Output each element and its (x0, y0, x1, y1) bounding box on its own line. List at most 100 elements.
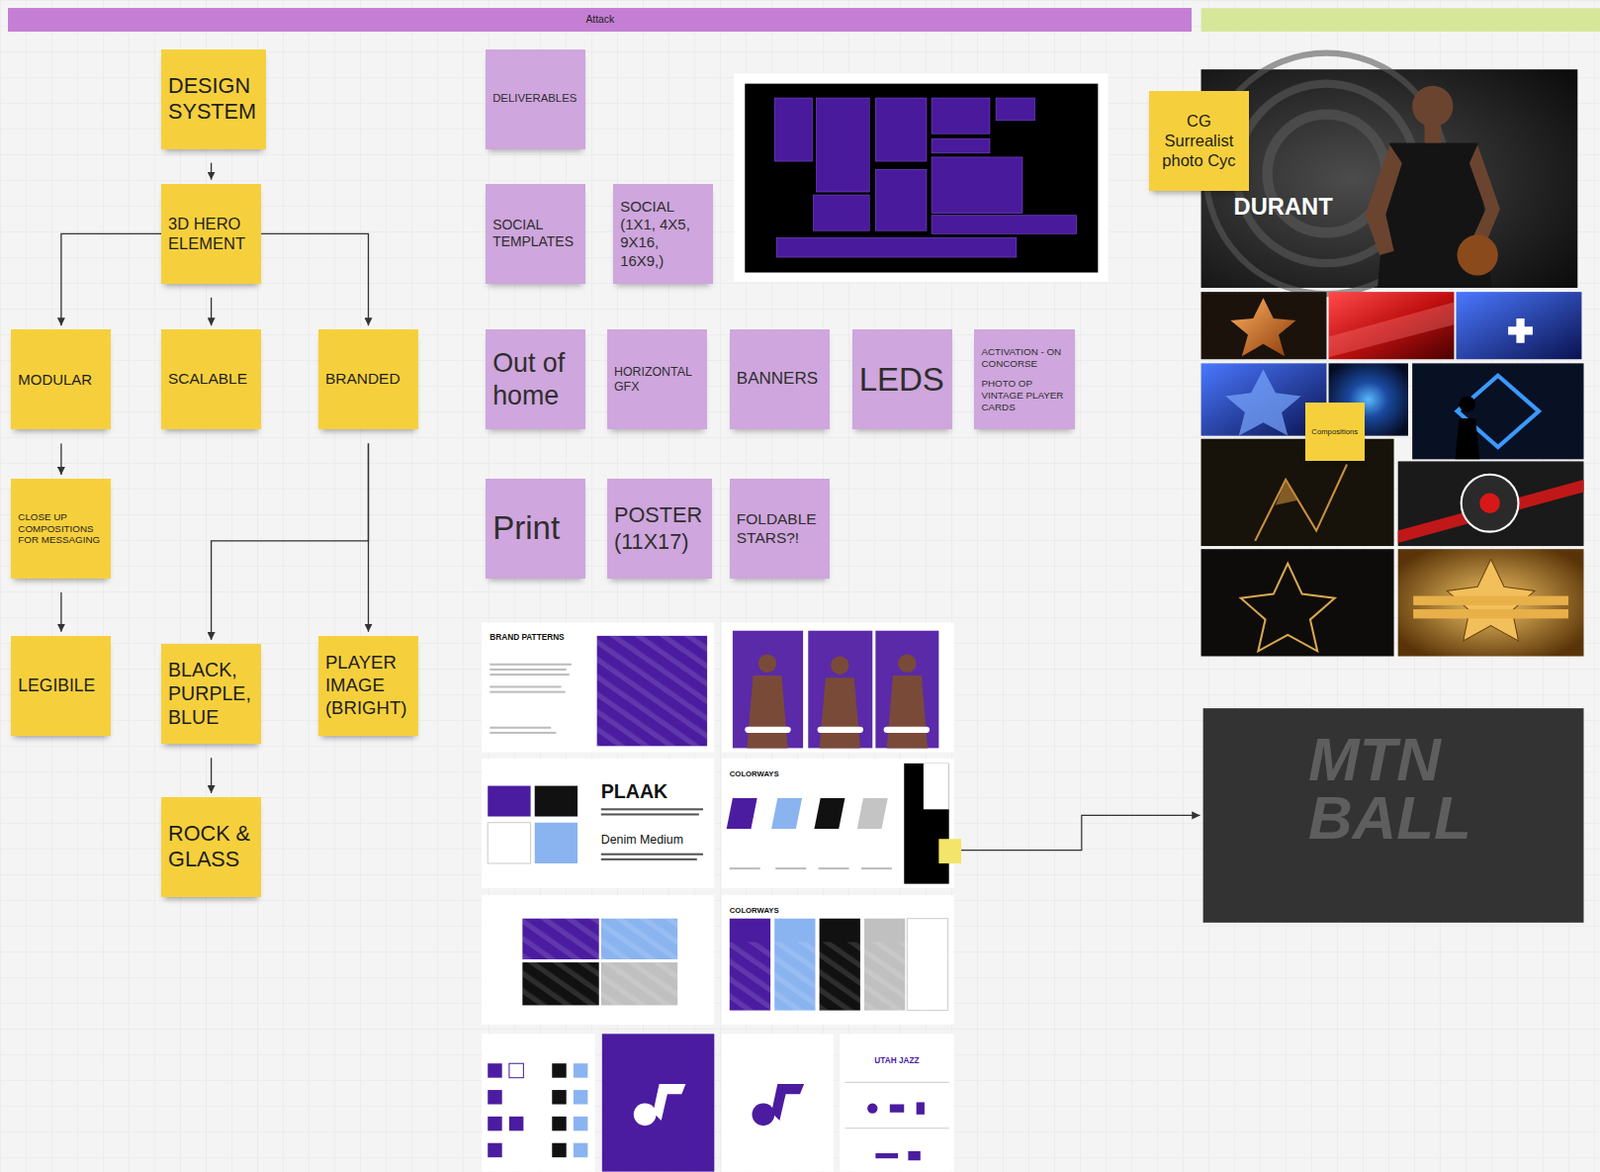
screen-mockup (931, 215, 1077, 235)
image-label: BRAND PATTERNS (489, 632, 564, 642)
brand-guide-slides (903, 763, 949, 885)
note-text: LEDS (859, 359, 946, 400)
brand-guide-slides (487, 1143, 502, 1157)
flow-arrow (261, 233, 368, 326)
brand-guide-slides (487, 1063, 524, 1157)
sticky-note: Out of home (485, 329, 586, 430)
brand-guide-slides (481, 622, 714, 752)
brand-guide-slides (481, 894, 714, 1025)
photo-collage (1457, 375, 1540, 447)
moodboard-art (481, 7, 1600, 1171)
flow-arrow (210, 163, 212, 180)
brand-guide-slides (601, 807, 704, 810)
photo-collage (1254, 464, 1347, 541)
note-text: 3D HERO ELEMENT (168, 213, 255, 254)
brand-guide-slides (721, 622, 955, 752)
brand-guide-slides (729, 941, 949, 1010)
brand-guide-slides (481, 758, 714, 889)
note-text: LEGIBILE (17, 675, 104, 697)
sticky-note: FOLDABLE STARS?! (729, 478, 830, 579)
note-text: SOCIAL TEMPLATES (492, 216, 579, 251)
brand-guide-slides (573, 1143, 588, 1157)
sticky-note: CLOSE UP COMPOSITIONS FOR MESSAGING (10, 478, 111, 579)
screen-mockup (931, 157, 1023, 214)
screen-mockup (774, 97, 812, 162)
brand-guide-slides (597, 635, 708, 746)
brand-guide-slides (771, 798, 802, 829)
brand-guide-slides (875, 1153, 898, 1158)
brand-guide-slides (923, 763, 950, 809)
screen-mockup (931, 97, 990, 134)
brand-guide-slides (633, 1102, 657, 1126)
note-text: Compositions (1311, 427, 1358, 437)
brand-guide-slides (551, 1143, 566, 1157)
brand-guide-slides (721, 1033, 835, 1171)
photo-collage (1398, 460, 1585, 546)
brand-guide-slides (744, 726, 791, 733)
screen-mockup (875, 97, 927, 162)
brand-guide-slides (601, 962, 678, 1005)
brand-guide-slides (897, 653, 917, 673)
photo-collage (1201, 69, 1579, 288)
sticky-note: 3D HERO ELEMENT (161, 183, 262, 284)
brand-guide-slides (916, 1101, 925, 1114)
photo-collage (1201, 548, 1395, 656)
note-text: PHOTO OP VINTAGE PLAYER CARDS (980, 377, 1067, 414)
photo-collage (1413, 609, 1569, 619)
brand-guide-slides (652, 1083, 686, 1121)
photo-collage (1469, 145, 1501, 254)
flow-arrow (210, 297, 212, 326)
brand-guide-slides (887, 675, 928, 748)
brand-guide-slides (726, 798, 758, 829)
note-text: FOLDABLE STARS?! (736, 510, 823, 548)
brand-guide-slides (813, 798, 845, 829)
brand-guide-slides (487, 822, 531, 864)
brand-guide-slides (775, 867, 806, 870)
note-text: CLOSE UP COMPOSITIONS FOR MESSAGING (17, 511, 104, 547)
type-render-label: MTN BALL (1308, 730, 1543, 848)
brand-guide-slides (857, 798, 889, 829)
sticky-note: ROCK & GLASS (161, 797, 262, 897)
brand-guide-slides (481, 1033, 596, 1171)
brand-guide-slides (744, 726, 930, 733)
note-text: Attack (585, 13, 615, 27)
photo-collage (1454, 418, 1480, 459)
brand-guide-slides (534, 786, 578, 817)
header-band: Attack (7, 7, 1192, 32)
flow-arrow (210, 757, 212, 794)
sticky-note: BANNERS (729, 329, 830, 430)
note-text: DELIVERABLES (492, 91, 579, 106)
note-text: Print (492, 508, 579, 548)
brand-guide-slides (551, 1089, 566, 1104)
photo-collage (1201, 291, 1328, 359)
flow-arrow (60, 592, 62, 632)
sticky-note: SOCIAL (1X1, 4X5, 9X16, 16X9,) (613, 183, 713, 284)
image-label: COLORWAYS (729, 770, 780, 780)
sticky-note: ACTIVATION - ON CONCORSEPHOTO OP VINTAGE… (974, 329, 1074, 430)
brand-guide-slides (489, 691, 565, 694)
photo-collage (1329, 291, 1455, 359)
flow-arrow (60, 443, 62, 475)
brand-guide-slides (534, 822, 578, 864)
note-text: DESIGN SYSTEM (168, 73, 260, 126)
brand-guide-slides (807, 630, 873, 749)
brand-guide-slides (726, 798, 758, 829)
screen-mockup (812, 194, 870, 231)
sticky-note: Print (485, 478, 586, 579)
photo-collage (1461, 474, 1519, 533)
note-text: SCALABLE (168, 369, 255, 389)
brand-guide-slides (746, 653, 928, 748)
brand-guide-slides (857, 798, 889, 829)
sticky-note: MODULAR (10, 329, 111, 430)
sticky-note: HORIZONTAL GFX (607, 329, 708, 430)
brand-guide-slides (522, 962, 599, 1005)
screen-mockup (744, 84, 1098, 273)
brand-guide-slides (487, 786, 531, 817)
brand-guide-slides (601, 858, 698, 861)
photo-collage (1412, 362, 1584, 459)
image-label: COLORWAYS (729, 906, 780, 916)
brand-guide-slides (481, 622, 962, 1171)
brand-guide-slides (489, 731, 556, 734)
photo-collage (1201, 439, 1395, 546)
